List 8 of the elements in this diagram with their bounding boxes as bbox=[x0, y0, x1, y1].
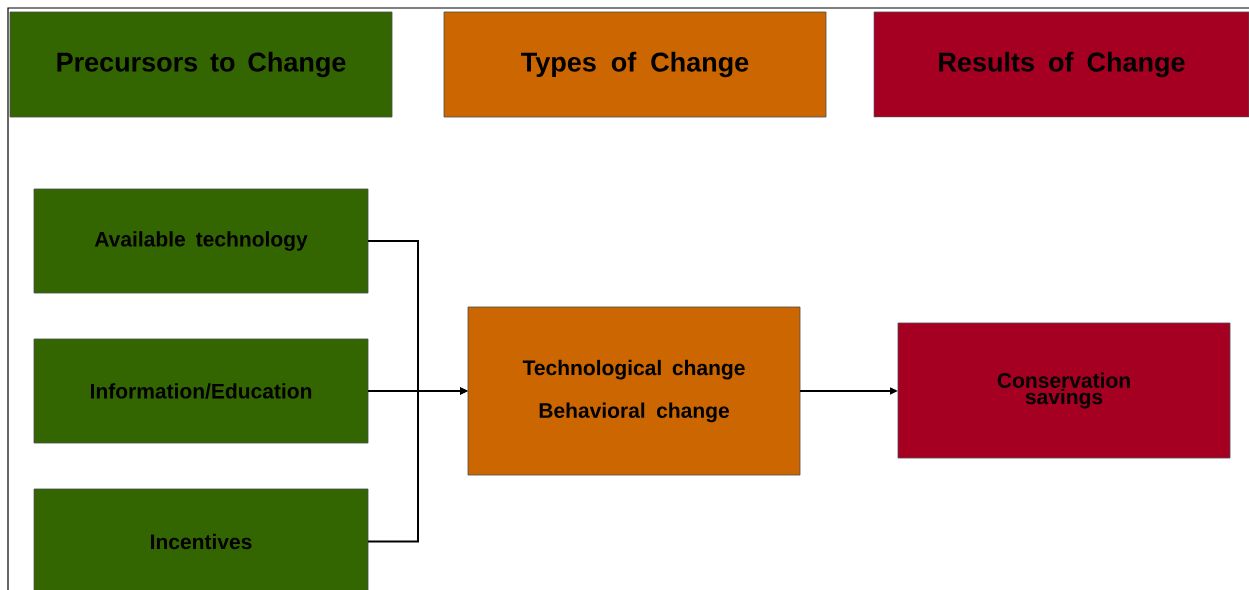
process-box: Information/Education bbox=[33, 338, 369, 444]
process-box: Technological change Behavioral change bbox=[467, 306, 801, 476]
process-box: Incentives bbox=[33, 488, 369, 590]
header-box: Results of Change bbox=[873, 11, 1249, 118]
process-box: Conservation savings bbox=[897, 322, 1231, 459]
process-box: Available technology bbox=[33, 188, 369, 294]
header-box: Types of Change bbox=[443, 11, 827, 118]
header-box: Precursors to Change bbox=[9, 11, 393, 118]
